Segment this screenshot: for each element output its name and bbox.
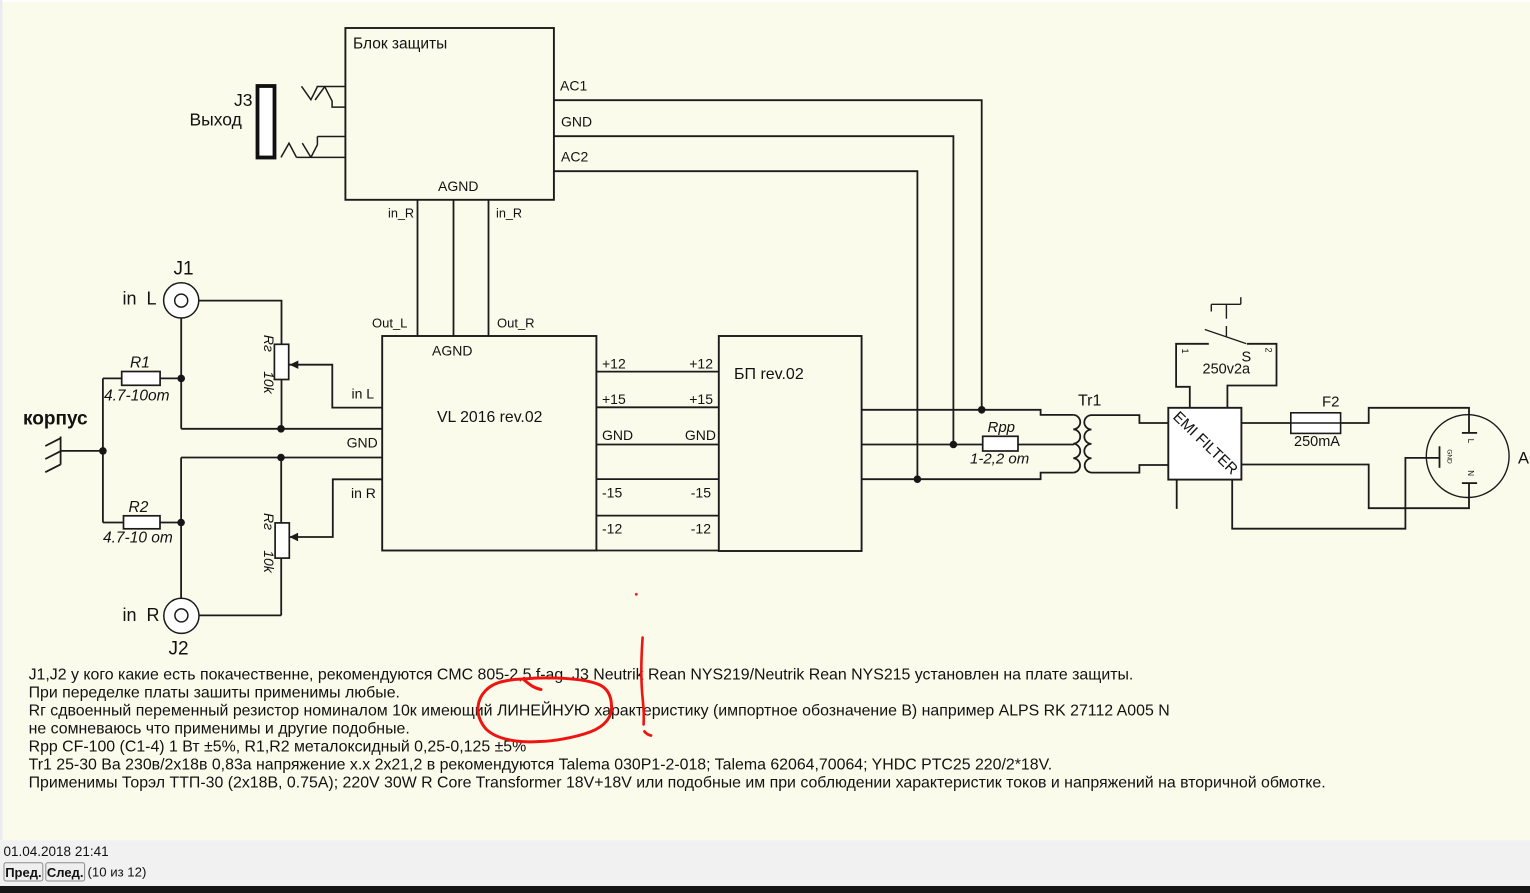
svg-text:+15: +15 — [602, 391, 626, 407]
svg-text:in L: in L — [352, 386, 375, 402]
svg-text:корпус: корпус — [23, 409, 88, 430]
svg-text:10k: 10k — [261, 550, 277, 574]
svg-text:01.04.2018 21:41: 01.04.2018 21:41 — [4, 844, 109, 859]
svg-text:Применимы Торэл ТТП-30 (2х18В,: Применимы Торэл ТТП-30 (2х18В, 0.75А); 2… — [29, 774, 1326, 791]
svg-text:AC: AC — [1518, 450, 1530, 468]
svg-text:J2: J2 — [169, 639, 189, 660]
svg-text:10k: 10k — [261, 371, 277, 395]
svg-text:Выход: Выход — [190, 110, 242, 130]
svg-text:AC1: AC1 — [560, 78, 587, 94]
svg-text:in R: in R — [351, 485, 376, 501]
svg-text:Tr1: Tr1 — [1078, 393, 1102, 410]
svg-text:Rг сдвоенный переменный резист: Rг сдвоенный переменный резистор номинал… — [29, 700, 1170, 719]
svg-text:R2: R2 — [129, 499, 149, 516]
svg-text:Out_L: Out_L — [372, 316, 407, 331]
svg-text:+15: +15 — [689, 391, 713, 407]
svg-text:Пред.: Пред. — [5, 865, 41, 880]
svg-text:GND: GND — [602, 427, 633, 443]
svg-text:При переделке платы зашиты при: При переделке платы зашиты применимы люб… — [29, 684, 400, 701]
svg-text:GND: GND — [1446, 449, 1453, 464]
svg-text:2: 2 — [1264, 347, 1274, 352]
svg-text:N: N — [1466, 470, 1475, 476]
svg-text:-12: -12 — [691, 521, 711, 537]
svg-text:AGND: AGND — [438, 178, 478, 194]
svg-text:4.7-10 om: 4.7-10 om — [103, 530, 173, 547]
svg-text:AC2: AC2 — [561, 149, 588, 165]
svg-text:F2: F2 — [1322, 394, 1340, 411]
svg-text:GND: GND — [685, 427, 716, 443]
svg-text:J3: J3 — [234, 90, 252, 110]
svg-text:in L: in L — [123, 289, 157, 309]
svg-text:-15: -15 — [691, 485, 711, 501]
svg-text:(10 из 12): (10 из 12) — [88, 865, 147, 880]
svg-text:Out_R: Out_R — [497, 316, 535, 331]
svg-text:1-2,2 om: 1-2,2 om — [970, 451, 1029, 468]
svg-text:Rpp: Rpp — [988, 419, 1016, 436]
svg-text:Rpp CF-100 (C1-4) 1 Вт ±5%, R1: Rpp CF-100 (C1-4) 1 Вт ±5%, R1,R2 метало… — [29, 738, 527, 755]
svg-text:GND: GND — [347, 435, 378, 451]
svg-text:Rг: Rг — [261, 335, 277, 352]
svg-text:R1: R1 — [130, 355, 150, 372]
svg-text:in_R: in_R — [388, 207, 414, 221]
svg-text:4.7-10om: 4.7-10om — [104, 388, 170, 405]
svg-text:-15: -15 — [602, 485, 622, 501]
svg-text:L: L — [1466, 439, 1475, 444]
svg-text:GND: GND — [561, 114, 592, 130]
svg-text:-12: -12 — [602, 521, 622, 537]
svg-text:250mA: 250mA — [1294, 434, 1340, 450]
svg-text:1: 1 — [1180, 348, 1190, 353]
svg-text:J1: J1 — [174, 259, 194, 280]
svg-text:Блок защиты: Блок защиты — [353, 36, 447, 53]
svg-text:+12: +12 — [689, 355, 713, 371]
svg-text:J1,J2 у кого какие есть покаче: J1,J2 у кого какие есть покачественне, р… — [29, 667, 1134, 684]
svg-text:Rг: Rг — [261, 513, 277, 530]
svg-text:БП rev.02: БП rev.02 — [734, 366, 804, 383]
svg-text:Tr1 25-30 Ва 230в/2х18в 0,83а: Tr1 25-30 Ва 230в/2х18в 0,83а напряжение… — [29, 756, 1053, 773]
svg-text:S: S — [1242, 350, 1252, 366]
svg-text:След.: След. — [47, 865, 84, 880]
svg-text:не сомневаюсь что применимы и: не сомневаюсь что применимы и другие под… — [29, 720, 410, 737]
svg-text:250v2a: 250v2a — [1203, 362, 1252, 378]
svg-text:in R: in R — [123, 605, 160, 625]
svg-text:VL 2016 rev.02: VL 2016 rev.02 — [437, 409, 542, 426]
svg-text:AGND: AGND — [432, 343, 472, 359]
svg-text:+12: +12 — [602, 355, 626, 371]
svg-text:in_R: in_R — [496, 207, 522, 221]
